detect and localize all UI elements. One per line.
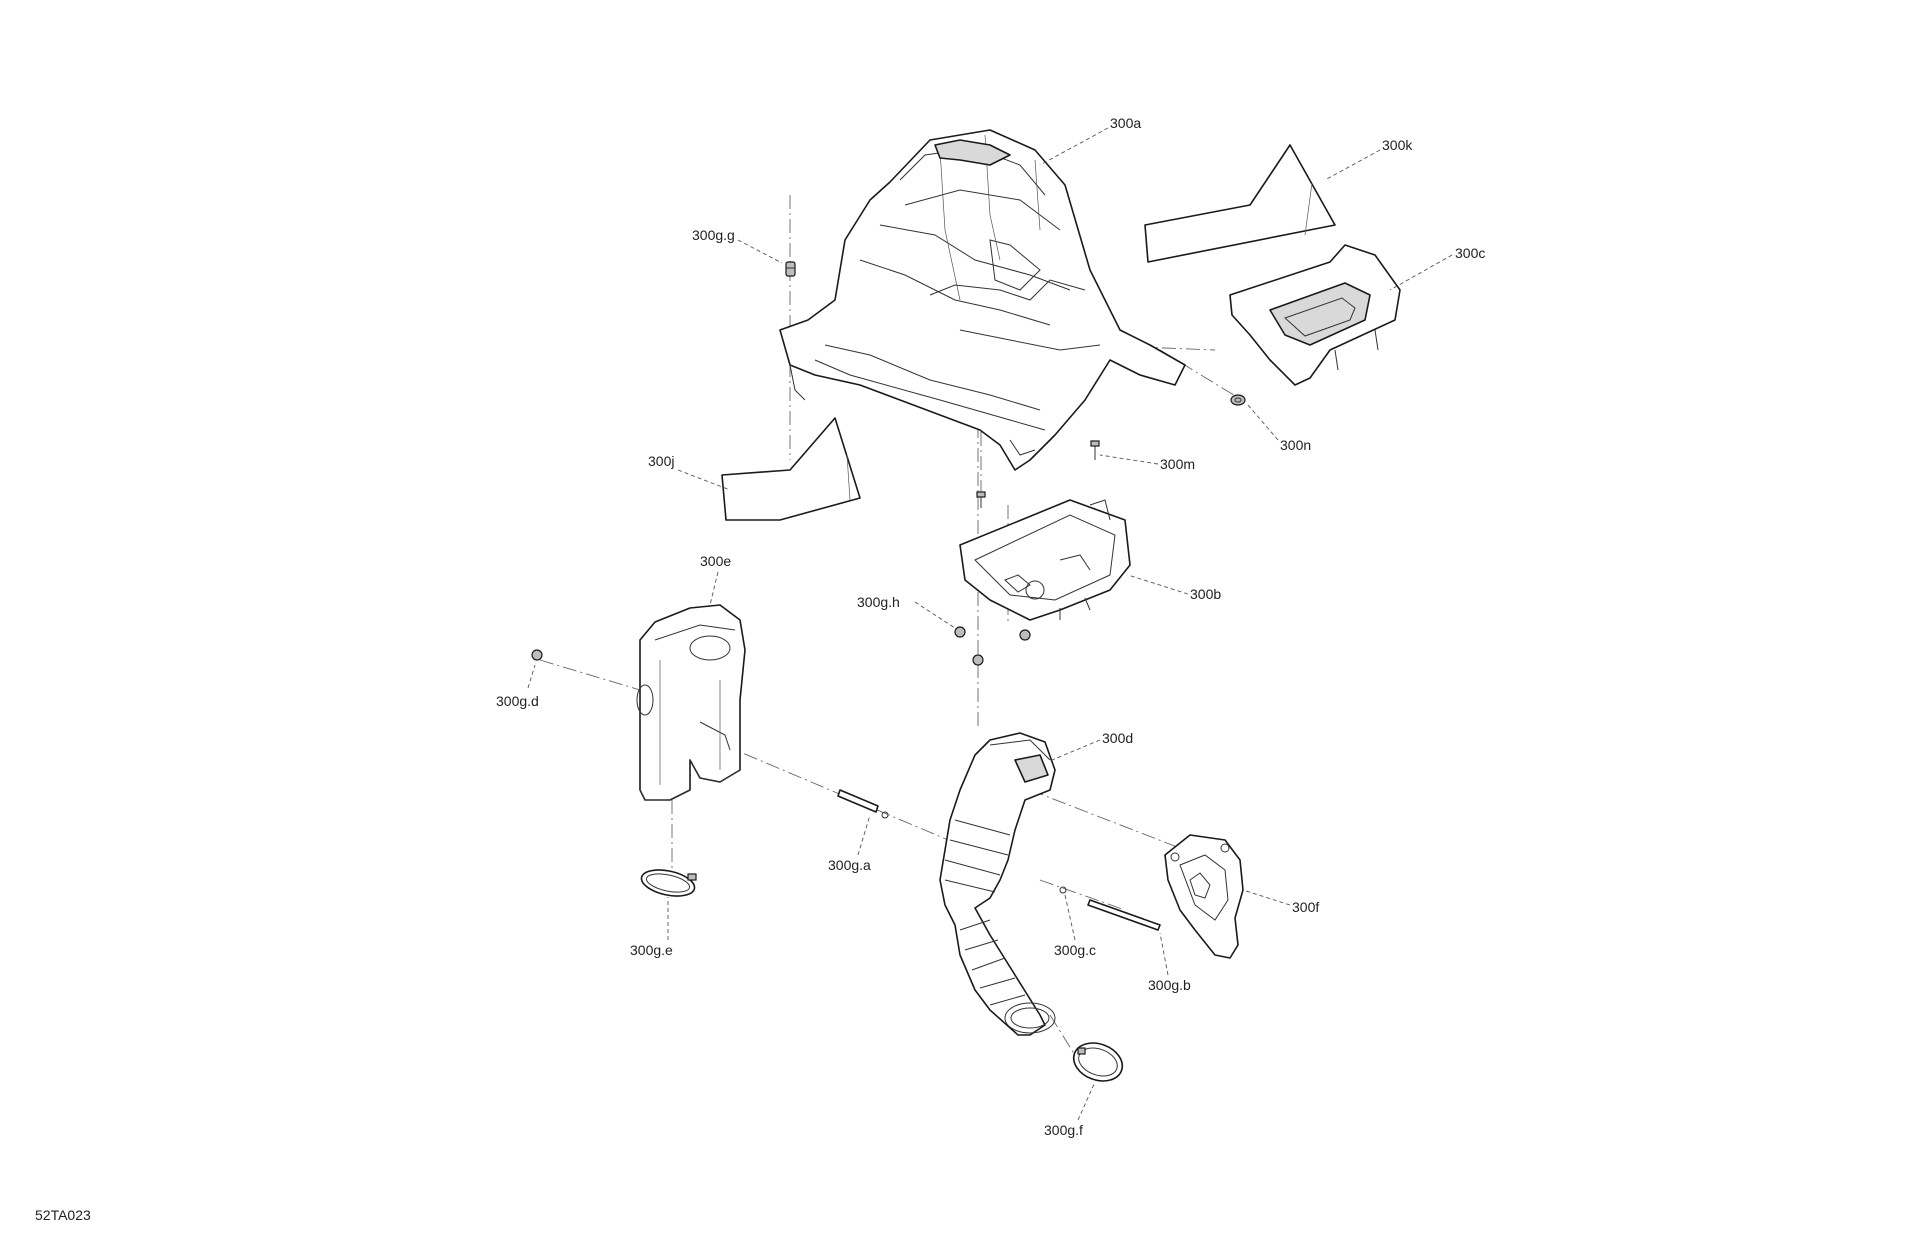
callout-300m: 300m xyxy=(1160,456,1195,472)
callout-300g-b: 300g.b xyxy=(1148,977,1191,993)
part-300gc-rod xyxy=(1059,886,1161,931)
part-300f-flange xyxy=(1164,834,1244,959)
part-300gg-screw xyxy=(785,261,796,277)
figure-id: 52TA023 xyxy=(35,1207,91,1223)
callout-300g-a: 300g.a xyxy=(828,857,871,873)
callout-300n: 300n xyxy=(1280,437,1311,453)
part-300b-bracket xyxy=(959,499,1131,621)
callout-300e: 300e xyxy=(700,553,731,569)
part-300a-housing xyxy=(779,129,1186,471)
callout-300j: 300j xyxy=(648,453,674,469)
part-300gh-screws xyxy=(954,626,1031,666)
callout-300g-d: 300g.d xyxy=(496,693,539,709)
callout-300g-h: 300g.h xyxy=(857,594,900,610)
part-300gd-screw xyxy=(531,649,543,661)
part-300gf-hose-clamp xyxy=(1072,1042,1124,1082)
callout-300g-e: 300g.e xyxy=(630,942,673,958)
callout-labels: 300a 300k 300c 300g.g 300n 300m 300j 300… xyxy=(496,115,1485,1138)
part-300k-side-panel xyxy=(1144,144,1336,263)
callout-300a: 300a xyxy=(1110,115,1141,131)
part-300n-nut xyxy=(1230,394,1246,406)
part-300c-frame xyxy=(1229,244,1401,386)
part-300d-intake-duct xyxy=(939,732,1056,1036)
part-300m-screws xyxy=(976,440,1100,508)
callout-300g-g: 300g.g xyxy=(692,227,735,243)
callout-300g-f: 300g.f xyxy=(1044,1122,1083,1138)
callout-300f: 300f xyxy=(1292,899,1319,915)
leader-lines xyxy=(527,127,1453,1121)
callout-300d: 300d xyxy=(1102,730,1133,746)
part-300j-side-panel xyxy=(721,417,861,521)
callout-300c: 300c xyxy=(1455,245,1485,261)
part-300ga-rod xyxy=(837,789,889,819)
part-300e-elbow-duct xyxy=(636,604,746,801)
callout-300k: 300k xyxy=(1382,137,1413,153)
callout-300b: 300b xyxy=(1190,586,1221,602)
part-300ge-hose-clamp xyxy=(640,869,697,897)
callout-300g-c: 300g.c xyxy=(1054,942,1096,958)
